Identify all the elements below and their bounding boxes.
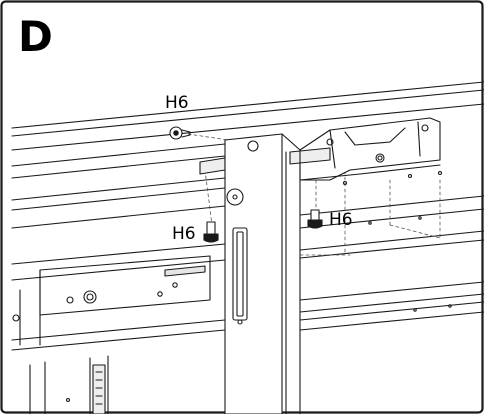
vertical-post (224, 133, 301, 414)
screw-right-icon (307, 209, 323, 229)
left-bracket (12, 255, 211, 322)
top-rail (11, 81, 484, 179)
rail-holes (368, 216, 452, 312)
step-letter: D (18, 12, 53, 61)
callout-label-right: H6 (329, 210, 353, 230)
callout-label-left: H6 (172, 224, 196, 244)
screw-top-icon (169, 126, 191, 140)
screw-left-icon (203, 221, 219, 243)
callout-label-top: H6 (165, 93, 189, 113)
right-hinge-bracket (299, 117, 443, 186)
bottom-frame (29, 355, 109, 414)
